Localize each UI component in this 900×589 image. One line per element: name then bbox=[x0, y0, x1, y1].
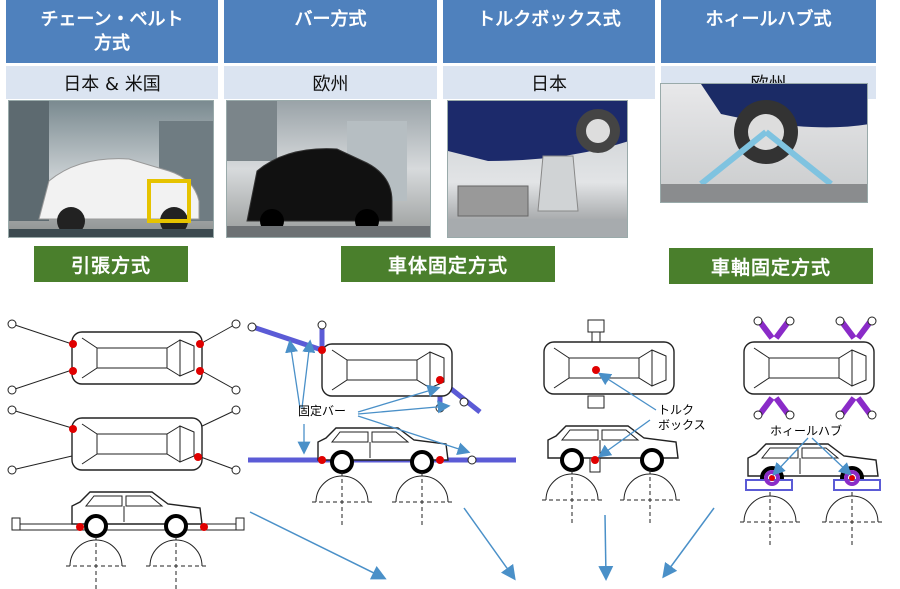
header-text: チェーン・ベルト 方式 bbox=[40, 9, 184, 54]
convergence-arrows bbox=[249, 507, 715, 581]
car-photo-graphic bbox=[661, 84, 867, 202]
diagram-torque-box bbox=[541, 319, 681, 526]
column-header-torque-box: トルクボックス式 bbox=[443, 0, 655, 63]
region-label-torque-box: 日本 bbox=[443, 66, 655, 99]
category-body-fixed: 車体固定方式 bbox=[341, 246, 555, 282]
header-text: トルクボックス式 bbox=[477, 9, 621, 30]
region-label-chain-belt: 日本 & 米国 bbox=[6, 66, 218, 99]
car-photo-graphic bbox=[448, 101, 627, 237]
category-axle-fixed: 車軸固定方式 bbox=[669, 248, 873, 284]
diagram-wheel-hub bbox=[739, 316, 883, 548]
diagram-chain-belt bbox=[7, 319, 245, 589]
column-header-bar: バー方式 bbox=[224, 0, 437, 63]
label-fixed-bar: 固定バー bbox=[298, 404, 347, 418]
diagram-bar bbox=[247, 320, 516, 528]
column-header-chain-belt: チェーン・ベルト 方式 bbox=[6, 0, 218, 63]
header-text: バー方式 bbox=[294, 9, 367, 30]
photo-bar-test bbox=[226, 100, 431, 238]
region-label-bar: 欧州 bbox=[224, 66, 437, 99]
header-text: ホィールハブ式 bbox=[705, 9, 832, 30]
car-photo-graphic bbox=[9, 101, 213, 237]
photo-chain-belt-test bbox=[8, 100, 214, 238]
car-photo-graphic bbox=[227, 101, 430, 237]
label-torque-box: トルク ボックス bbox=[658, 403, 706, 432]
label-wheel-hub: ホィールハブ bbox=[770, 424, 843, 438]
photo-torque-box-test bbox=[447, 100, 628, 238]
photo-wheel-hub-test bbox=[660, 83, 868, 203]
category-tension: 引張方式 bbox=[34, 246, 188, 282]
column-header-wheel-hub: ホィールハブ式 bbox=[661, 0, 876, 63]
